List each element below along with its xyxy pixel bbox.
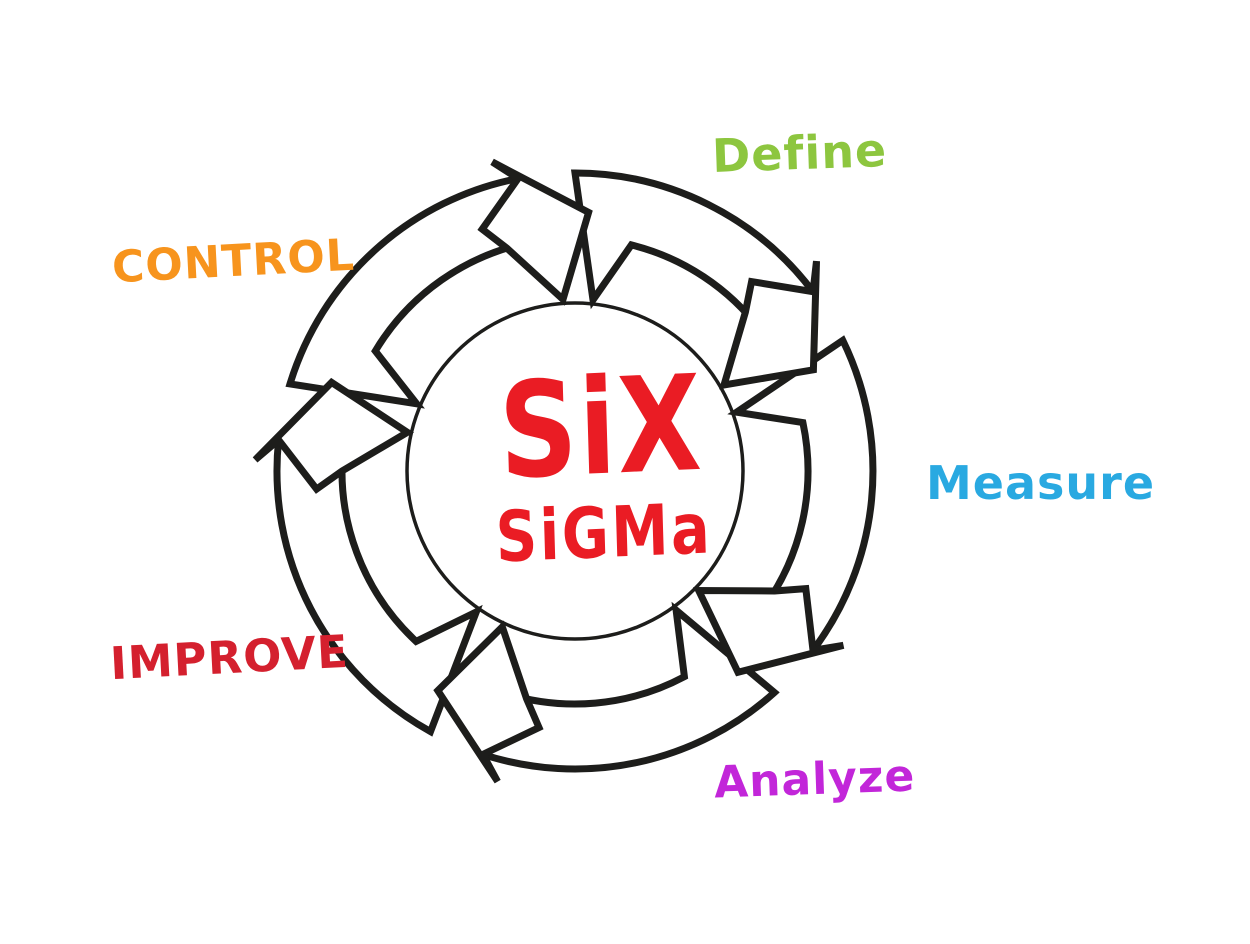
- inner-cycle-circle: [405, 301, 745, 641]
- phase-label-analyze: Analyze: [713, 750, 917, 809]
- outer-cycle-arrow-body: [478, 601, 780, 773]
- outer-cycle-arrow-body: [273, 436, 483, 737]
- outer-cycle-arrowhead: [252, 377, 415, 494]
- outer-cycle-arrow-body: [727, 335, 877, 656]
- outer-cycle-arrowhead: [693, 584, 845, 677]
- outer-cycle-arrowhead: [719, 260, 820, 390]
- phase-label-measure: Measure: [926, 456, 1156, 510]
- phase-label-define: Define: [711, 122, 888, 184]
- center-title-line1: SiX: [497, 346, 705, 510]
- center-title-line2: SiGMa: [494, 487, 714, 579]
- center-title: SiX SiGMa: [476, 346, 728, 579]
- outer-cycle-arrowhead: [433, 620, 544, 784]
- outer-cycle-arrow-body: [285, 174, 535, 409]
- outer-cycle-arrowhead: [477, 158, 593, 306]
